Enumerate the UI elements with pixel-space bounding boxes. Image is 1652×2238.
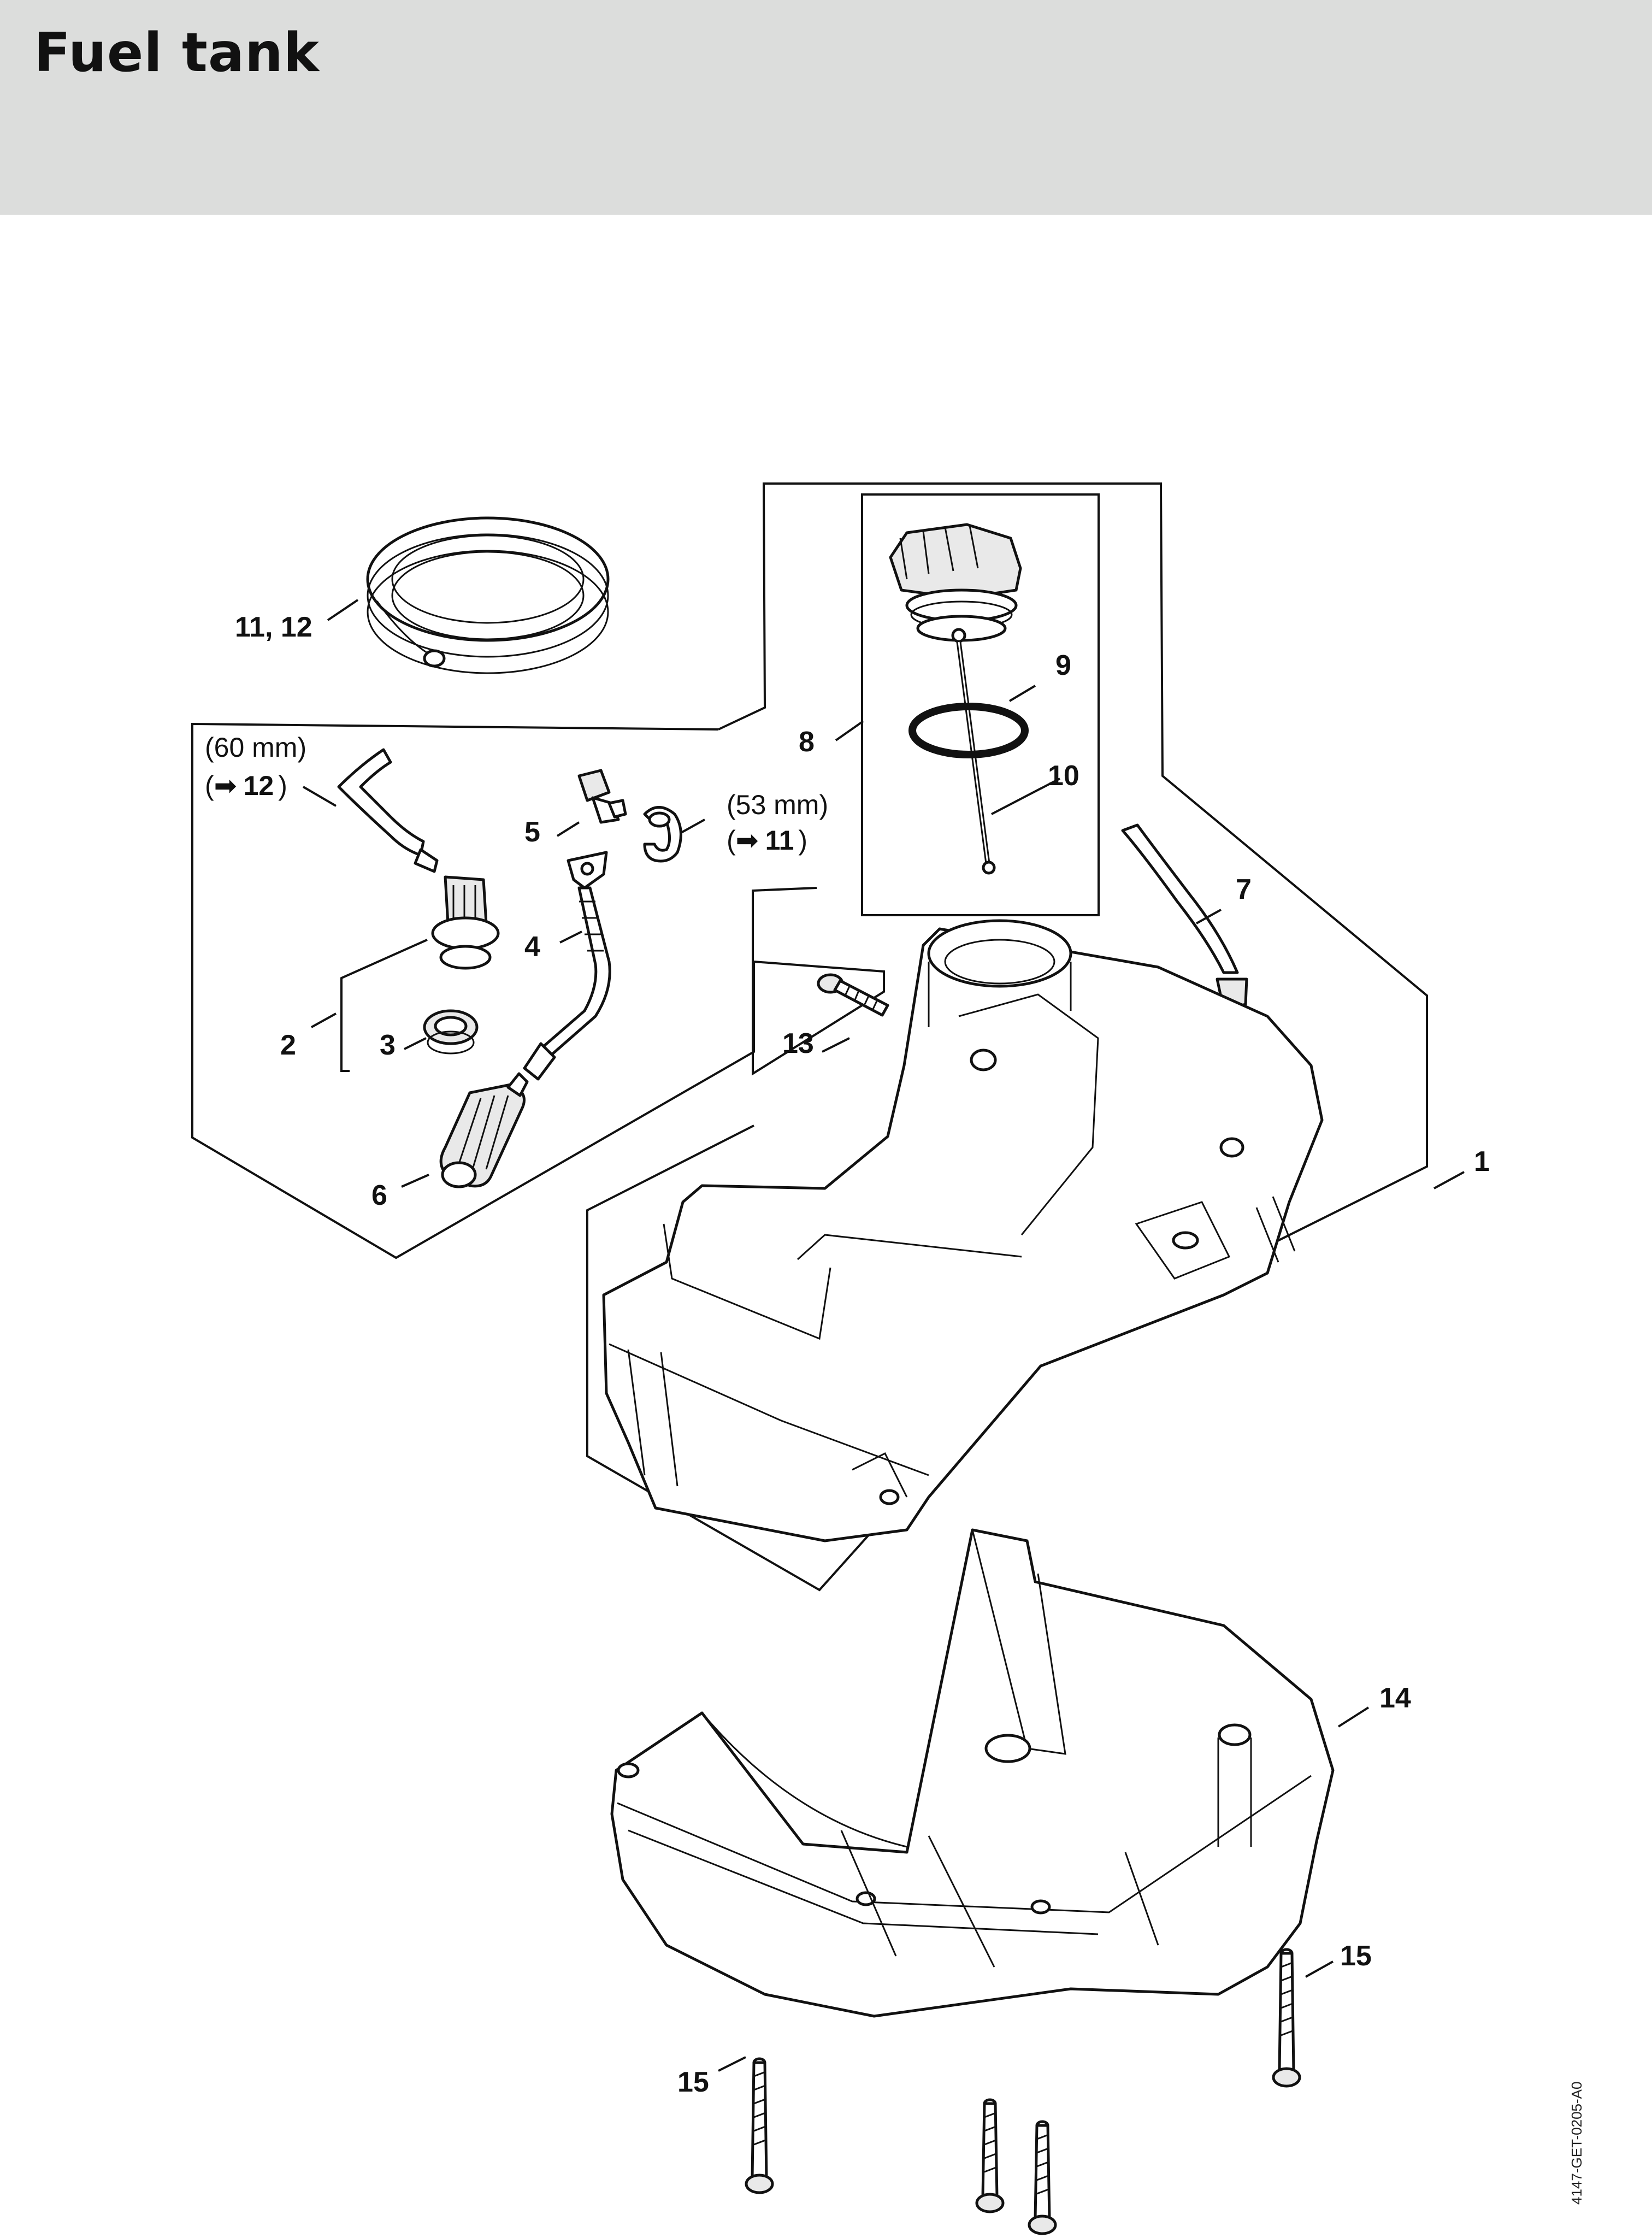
hose-60mm-reference-note: (➡12) — [205, 770, 287, 801]
callout-14: 14 — [1379, 1682, 1411, 1714]
callout-15-left: 15 — [677, 2066, 709, 2098]
breather-hose-part — [1121, 823, 1248, 1011]
fitting-part — [337, 748, 500, 970]
o-ring-part — [908, 703, 1029, 758]
right-arrow-icon: ➡ — [736, 825, 759, 856]
hose-coil-part — [366, 516, 610, 674]
callout-4: 4 — [524, 931, 540, 963]
callout-13: 13 — [782, 1028, 814, 1059]
fuel-tank-part — [602, 919, 1324, 1542]
group-outline-pickup — [191, 722, 885, 1259]
callout-8: 8 — [799, 726, 815, 758]
fuel-line-part — [523, 851, 611, 1081]
leader-lines — [302, 599, 1465, 2072]
fuel-filter-part — [439, 1072, 529, 1188]
callout-15-right: 15 — [1340, 1940, 1372, 1972]
callout-2: 2 — [280, 1029, 296, 1061]
screw-15-front-part — [1028, 2120, 1057, 2235]
screw-15-middle-part — [975, 2098, 1005, 2213]
callout-11-12: 11, 12 — [235, 611, 312, 643]
elbow-connector-part — [577, 769, 627, 824]
screw-15-right-part — [1272, 1948, 1301, 2088]
hose-53mm-part — [643, 806, 682, 863]
right-arrow-icon: ➡ — [214, 770, 237, 801]
figure-code: 4147-GET-0205-A0 — [1568, 2082, 1585, 2205]
hose-60mm-length-note: (60 mm) — [205, 732, 306, 763]
page-title: Fuel tank — [34, 22, 320, 84]
callout-7: 7 — [1236, 874, 1252, 905]
group-outline-cap-assembly — [861, 493, 1100, 916]
grommet-part — [423, 1009, 479, 1055]
callout-3: 3 — [380, 1029, 396, 1061]
callout-9: 9 — [1055, 650, 1071, 681]
tank-cover-part — [610, 1528, 1335, 2018]
callout-10: 10 — [1048, 760, 1079, 792]
screw-13-part — [817, 973, 889, 1017]
hose-53mm-length-note: (53 mm) — [727, 790, 828, 820]
header-bar: Fuel tank — [0, 0, 1652, 215]
callout-5: 5 — [524, 816, 540, 848]
callout-6: 6 — [371, 1180, 387, 1211]
fuel-cap-part — [889, 523, 1022, 643]
callout-1: 1 — [1474, 1146, 1490, 1177]
hose-53mm-reference-note: (➡11) — [727, 825, 807, 856]
screw-15-left-part — [745, 2057, 774, 2194]
